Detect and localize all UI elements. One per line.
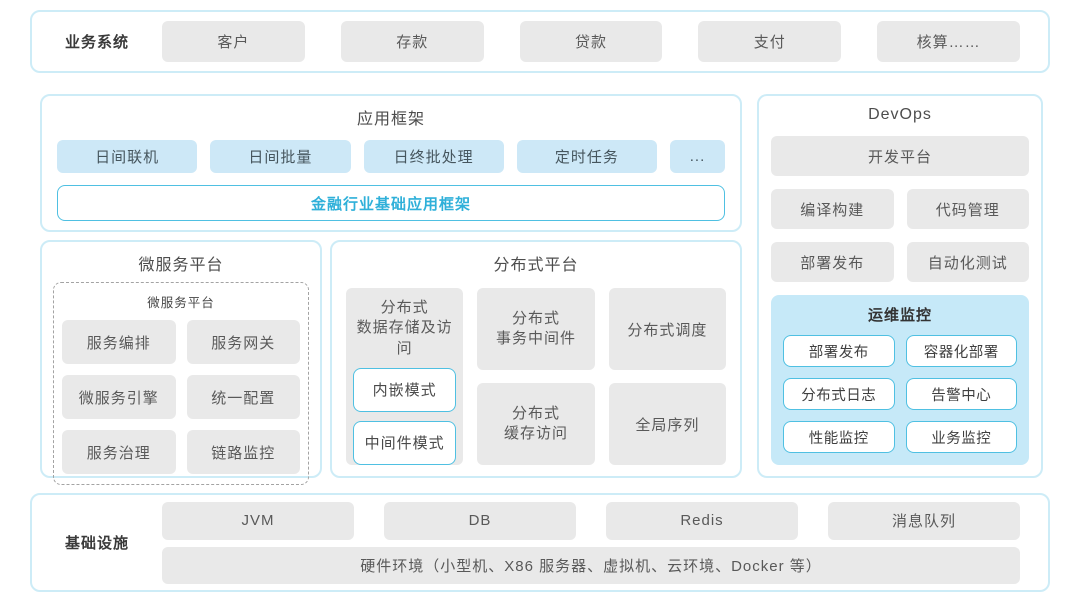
devops-item-code-management: 代码管理 [906, 189, 1029, 229]
distributed-right-column: 分布式调度 全局序列 [608, 288, 726, 465]
infra-item-message-queue: 消息队列 [828, 501, 1020, 540]
storage-mode-middleware: 中间件模式 [353, 420, 457, 465]
infrastructure-label: 基础设施 [64, 535, 129, 552]
distributed-cache-line1: 分布式 [511, 404, 560, 422]
distributed-schedule-box: 分布式调度 [608, 288, 726, 370]
distributed-platform-title: 分布式平台 [493, 257, 579, 274]
infra-item-db: DB [384, 501, 576, 540]
distributed-middle-column: 分布式 事务中间件 分布式 缓存访问 [477, 288, 595, 465]
app-framework-items-row: 日间联机 日间批量 日终批处理 定时任务 ... [57, 140, 725, 173]
microservice-item-config: 统一配置 [186, 375, 300, 419]
storage-mode-embedded: 内嵌模式 [353, 367, 457, 412]
business-item-accounting: 核算…… [877, 21, 1020, 62]
infra-item-redis: Redis [606, 501, 798, 540]
microservice-item-tracing: 链路监控 [186, 430, 300, 474]
distributed-storage-label-line2: 数据存储及访问 [356, 319, 453, 357]
business-systems-label: 业务系统 [64, 34, 129, 51]
devops-item-build: 编译构建 [771, 189, 894, 229]
business-item-loan: 贷款 [519, 21, 663, 62]
business-systems-panel: 业务系统 客户 存款 贷款 支付 核算…… [30, 10, 1050, 73]
distributed-cache-line2: 缓存访问 [503, 425, 568, 442]
business-items-row: 客户 存款 贷款 支付 核算…… [162, 21, 1020, 62]
distributed-storage-label-line1: 分布式 [380, 299, 429, 316]
monitor-item-distributed-logs: 分布式日志 [783, 378, 895, 410]
microservice-inner-group: 微服务平台 服务编排 服务网关 微服务引擎 统一配置 服务治理 链路监控 [53, 282, 309, 485]
microservice-inner-title: 微服务平台 [147, 296, 215, 310]
microservice-items-grid: 服务编排 服务网关 微服务引擎 统一配置 服务治理 链路监控 [62, 320, 300, 474]
infra-item-jvm: JVM [162, 501, 354, 540]
distributed-storage-box: 分布式 数据存储及访问 内嵌模式 中间件模式 [346, 288, 464, 465]
app-framework-panel: 应用框架 日间联机 日间批量 日终批处理 定时任务 ... 金融行业基础应用框架 [40, 94, 742, 232]
app-framework-item-more: ... [670, 140, 725, 173]
infrastructure-items-row: JVM DB Redis 消息队列 [162, 501, 1020, 540]
ops-monitor-group: 运维监控 部署发布 容器化部署 分布式日志 告警中心 性能监控 业务监控 [771, 295, 1029, 465]
business-item-deposit: 存款 [340, 21, 484, 62]
ops-monitor-title: 运维监控 [867, 307, 932, 324]
distributed-transaction-line2: 事务中间件 [495, 330, 576, 347]
distributed-cache-box: 分布式 缓存访问 [477, 383, 595, 465]
infrastructure-content: JVM DB Redis 消息队列 硬件环境（小型机、X86 服务器、虚拟机、云… [162, 501, 1020, 584]
monitor-item-deploy-release: 部署发布 [783, 335, 895, 367]
devops-item-deploy-release: 部署发布 [771, 242, 894, 282]
business-item-payment: 支付 [698, 21, 842, 62]
distributed-transaction-line1: 分布式 [511, 309, 560, 327]
monitor-item-containerized-deploy: 容器化部署 [905, 335, 1017, 367]
app-framework-item-eod-batch: 日终批处理 [363, 140, 504, 173]
distributed-platform-panel: 分布式平台 分布式 数据存储及访问 内嵌模式 中间件模式 分布式 事务中间件 分… [330, 240, 742, 478]
microservice-platform-title: 微服务平台 [138, 257, 224, 274]
business-item-customer: 客户 [162, 21, 305, 62]
microservice-item-orchestration: 服务编排 [62, 320, 176, 364]
app-framework-title: 应用框架 [356, 111, 425, 128]
distributed-transaction-box: 分布式 事务中间件 [477, 288, 595, 370]
app-framework-item-daytime-online: 日间联机 [57, 140, 198, 173]
devops-item-automated-testing: 自动化测试 [906, 242, 1029, 282]
microservice-item-gateway: 服务网关 [186, 320, 300, 364]
hardware-environment-bar: 硬件环境（小型机、X86 服务器、虚拟机、云环境、Docker 等） [162, 546, 1020, 584]
devops-items-grid: 编译构建 代码管理 部署发布 自动化测试 [771, 189, 1029, 282]
microservice-item-governance: 服务治理 [62, 430, 176, 474]
distributed-items-grid: 分布式 数据存储及访问 内嵌模式 中间件模式 分布式 事务中间件 分布式 缓存访… [346, 288, 726, 465]
finance-base-framework-bar: 金融行业基础应用框架 [57, 185, 725, 221]
app-framework-item-daytime-batch: 日间批量 [210, 140, 351, 173]
devops-dev-platform-box: 开发平台 [771, 136, 1029, 176]
distributed-storage-label: 分布式 数据存储及访问 [353, 298, 456, 359]
infrastructure-panel: 基础设施 JVM DB Redis 消息队列 硬件环境（小型机、X86 服务器、… [30, 493, 1050, 592]
distributed-sequence-box: 全局序列 [608, 383, 726, 465]
ops-monitor-items-grid: 部署发布 容器化部署 分布式日志 告警中心 性能监控 业务监控 [783, 335, 1017, 453]
monitor-item-alert-center: 告警中心 [905, 378, 1017, 410]
microservice-platform-panel: 微服务平台 微服务平台 服务编排 服务网关 微服务引擎 统一配置 服务治理 链路… [40, 240, 322, 485]
devops-title: DevOps [868, 106, 932, 123]
monitor-item-business-monitor: 业务监控 [905, 421, 1017, 453]
microservice-item-engine: 微服务引擎 [62, 375, 176, 419]
app-framework-item-scheduled-task: 定时任务 [516, 140, 657, 173]
devops-panel: DevOps 开发平台 编译构建 代码管理 部署发布 自动化测试 运维监控 部署… [757, 94, 1043, 478]
monitor-item-performance-monitor: 性能监控 [783, 421, 895, 453]
